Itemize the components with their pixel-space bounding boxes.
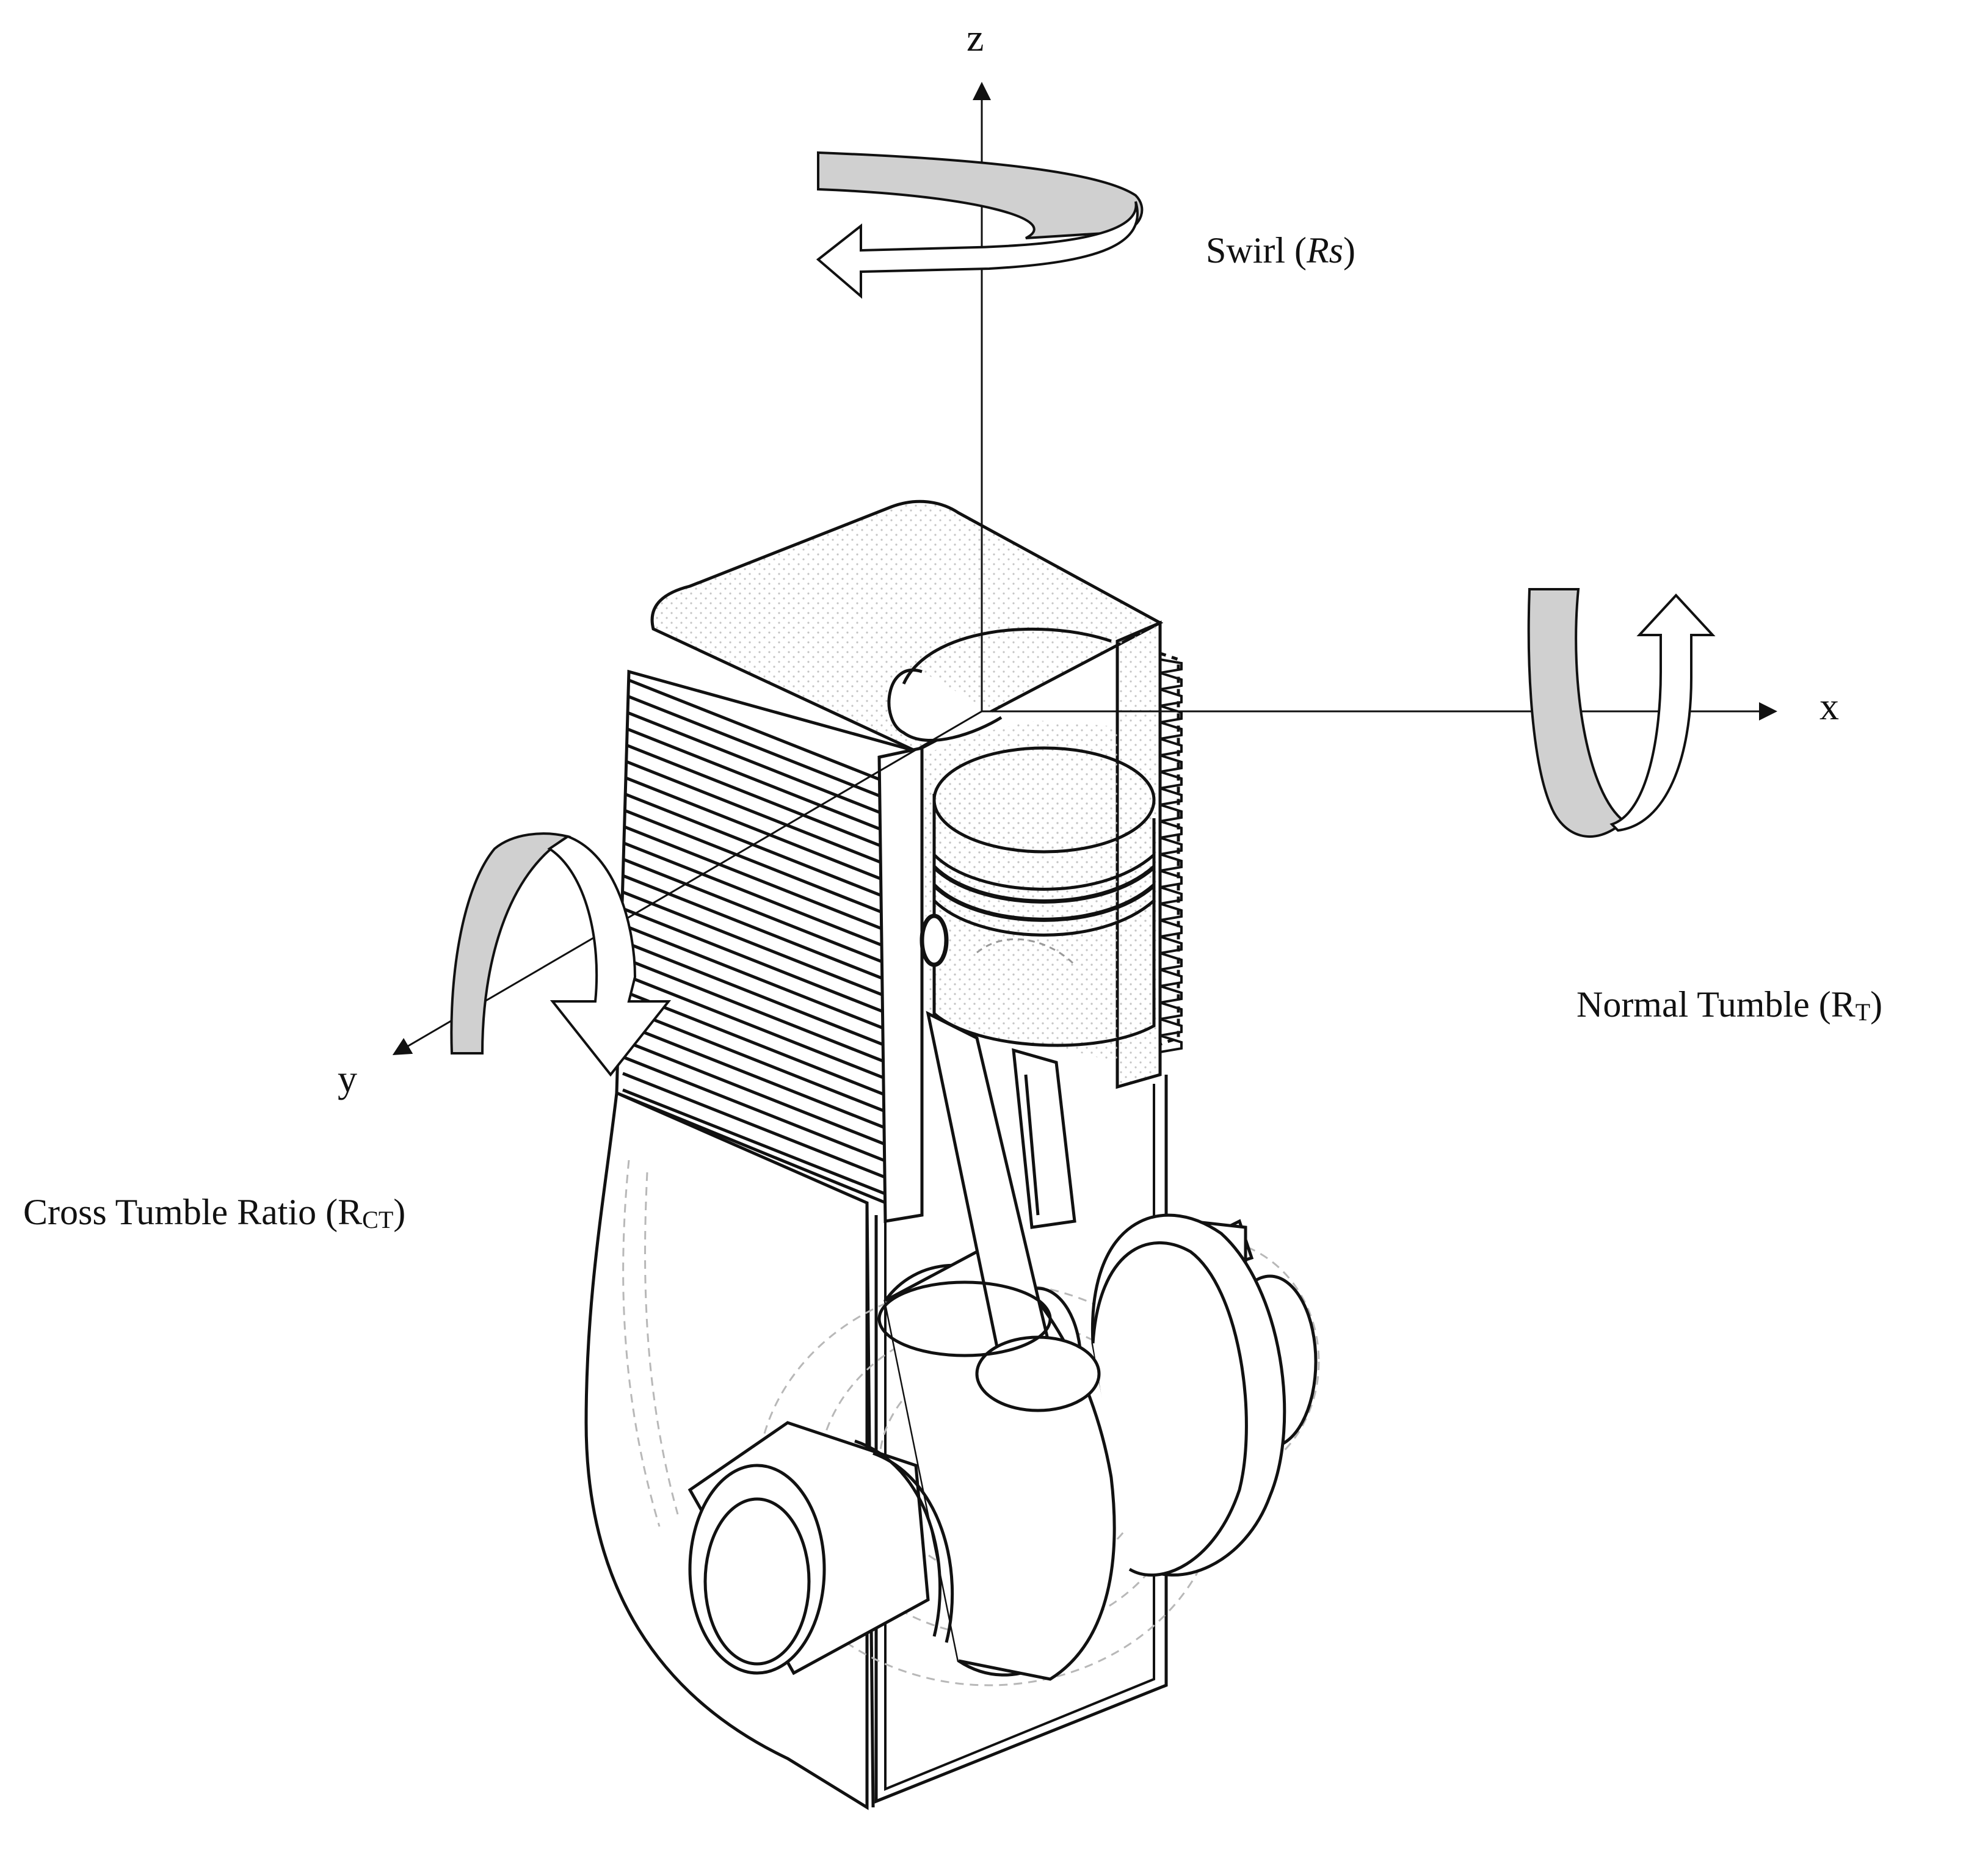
z-axis-label: z bbox=[967, 16, 984, 59]
cooling-fin-line bbox=[622, 725, 916, 845]
cooling-fin-line bbox=[622, 1006, 916, 1125]
swirl-label: Swirl (Rs) bbox=[1206, 232, 1355, 269]
cooling-fin-line bbox=[622, 1022, 916, 1142]
cooling-fin-line bbox=[622, 956, 916, 1076]
swirl-arrow bbox=[816, 151, 1144, 299]
cooling-fin-line bbox=[622, 989, 916, 1109]
right-fin-edge bbox=[1159, 658, 1183, 1053]
normal-tumble-label-subscript: T bbox=[1855, 998, 1871, 1026]
cross-tumble-label-prefix: Cross Tumble Ratio ( bbox=[23, 1192, 338, 1232]
normal-tumble-label-suffix: ) bbox=[1870, 984, 1883, 1025]
swirl-label-symbol: Rs bbox=[1307, 230, 1343, 270]
cooling-fin-line bbox=[622, 1039, 916, 1158]
crankshaft bbox=[687, 1213, 1318, 1681]
swirl-label-suffix: ) bbox=[1343, 230, 1355, 270]
cooling-fin-line bbox=[622, 907, 916, 1026]
normal-tumble-arrow bbox=[1527, 588, 1716, 838]
x-axis-label: x bbox=[1819, 684, 1839, 728]
cooling-fin-line bbox=[622, 973, 916, 1092]
cooling-fin-line bbox=[622, 758, 916, 878]
cooling-fin-line bbox=[622, 742, 916, 862]
cooling-fin-line bbox=[622, 709, 916, 829]
normal-tumble-label-prefix: Normal Tumble ( bbox=[1576, 984, 1831, 1025]
cooling-fin-line bbox=[622, 1072, 916, 1191]
cooling-fin-line bbox=[622, 857, 916, 977]
cooling-fin-line bbox=[622, 1055, 916, 1175]
cross-tumble-label-suffix: ) bbox=[393, 1192, 406, 1232]
cross-tumble-label: Cross Tumble Ratio (RCT) bbox=[23, 1194, 405, 1232]
cooling-fin-line bbox=[622, 808, 916, 928]
cooling-fin-line bbox=[622, 841, 916, 960]
cross-tumble-label-symbol: R bbox=[338, 1192, 363, 1232]
cooling-fin-line bbox=[622, 923, 916, 1043]
cooling-fin-line bbox=[622, 791, 916, 911]
normal-tumble-label: Normal Tumble (RT) bbox=[1576, 986, 1882, 1025]
y-axis-line bbox=[392, 710, 982, 1056]
cooling-fin-line bbox=[622, 692, 916, 812]
cooling-fin-line bbox=[622, 824, 916, 944]
cooling-fin-line bbox=[622, 1088, 916, 1208]
cooling-fin-line bbox=[622, 874, 916, 993]
y-axis-label: y bbox=[338, 1057, 357, 1100]
cooling-fin-line bbox=[622, 676, 916, 796]
normal-tumble-label-symbol: R bbox=[1830, 984, 1856, 1025]
cross-tumble-arrow bbox=[450, 832, 672, 1077]
cooling-fin-line bbox=[622, 890, 916, 1010]
piston bbox=[920, 746, 1156, 1047]
cross-tumble-label-subscript: CT bbox=[362, 1206, 394, 1233]
cooling-fin-line bbox=[622, 940, 916, 1059]
swirl-label-prefix: Swirl ( bbox=[1206, 230, 1307, 270]
connecting-rod bbox=[877, 1011, 1101, 1412]
